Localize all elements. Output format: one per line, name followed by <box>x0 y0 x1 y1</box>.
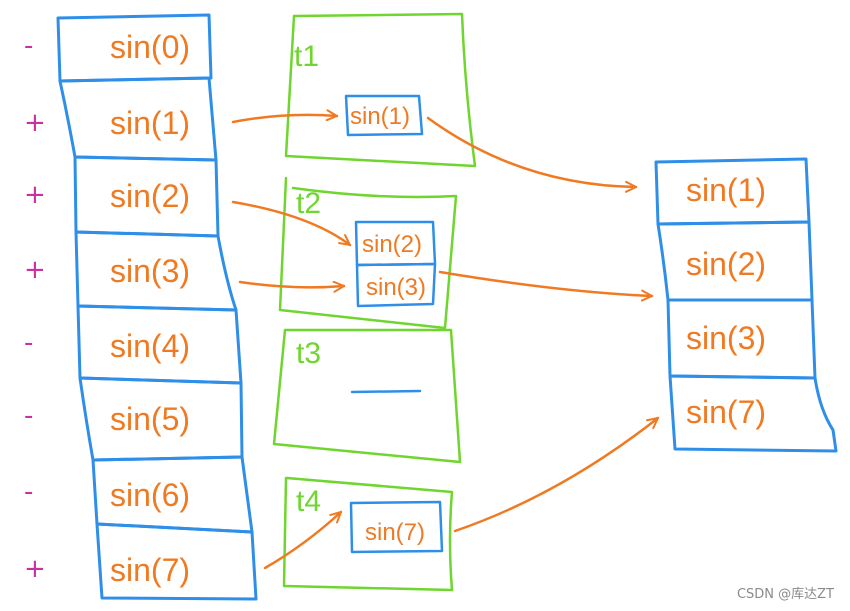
input-cell-2: sin(2) <box>110 178 190 214</box>
input-list <box>56 13 258 601</box>
task-boxes <box>272 12 477 592</box>
task-t2-item-1: sin(3) <box>366 274 426 301</box>
arrow-sin2-to-t2 <box>231 200 352 247</box>
result-cell-3: sin(7) <box>686 394 766 430</box>
task-t2-border <box>278 176 458 330</box>
task-t2-item-1-border <box>355 262 437 308</box>
task-t4-item-0: sin(7) <box>365 519 425 546</box>
task-t4-border <box>282 476 454 592</box>
input-cell-5: sin(5) <box>110 401 190 437</box>
arrow-sin1-to-t1 <box>231 109 339 124</box>
task-t2-item-0: sin(2) <box>362 231 422 258</box>
input-list-labels: sin(0) sin(1) sin(2) sin(3) sin(4) sin(5… <box>110 29 190 588</box>
result-cell-1: sin(2) <box>686 246 766 282</box>
watermark: CSDN @库达ZT <box>736 587 834 602</box>
input-cell-4: sin(4) <box>110 328 190 364</box>
task-t4-label: t4 <box>296 485 321 518</box>
arrow-t1-to-result <box>426 116 638 193</box>
arrow-t4-to-result <box>453 416 660 533</box>
sign-row-3: + <box>24 255 46 285</box>
result-list <box>654 157 838 453</box>
sign-row-2: + <box>24 180 46 210</box>
result-cell-3-border <box>668 374 838 453</box>
input-cell-7: sin(7) <box>110 552 190 588</box>
task-t4-item-0-border <box>349 500 444 554</box>
sign-row-7: + <box>24 554 46 584</box>
input-cell-3: sin(3) <box>110 253 190 289</box>
task-t3-empty-slot <box>350 389 422 394</box>
task-t1-label: t1 <box>294 40 319 73</box>
input-cell-7-border <box>95 522 258 601</box>
task-t1-item-0: sin(1) <box>350 103 410 130</box>
sign-row-0: - <box>24 31 33 61</box>
sign-column: - + + + - - - + <box>24 31 46 584</box>
task-labels: t1 t2 t3 t4 <box>294 40 321 518</box>
input-cell-6: sin(6) <box>110 477 190 513</box>
sign-row-4: - <box>24 328 33 358</box>
input-cell-0: sin(0) <box>110 29 190 65</box>
input-cell-1: sin(1) <box>110 105 190 141</box>
result-cell-0: sin(1) <box>686 172 766 208</box>
task-item-labels: sin(1) sin(2) sin(3) sin(7) <box>350 103 426 546</box>
task-t2-label: t2 <box>296 187 321 220</box>
arrow-sin3-to-t2 <box>238 280 346 293</box>
arrow-t2-to-result <box>438 270 654 302</box>
arrows <box>231 109 660 570</box>
sign-row-6: - <box>24 477 33 507</box>
sign-row-5: - <box>24 401 33 431</box>
task-t1-item-0-border <box>344 94 424 137</box>
sign-row-1: + <box>24 108 46 138</box>
task-item-boxes <box>344 94 444 554</box>
result-list-labels: sin(1) sin(2) sin(3) sin(7) <box>686 172 766 430</box>
arrow-sin7-to-t4 <box>263 510 343 570</box>
task-t3-border <box>272 328 462 464</box>
task-t3-label: t3 <box>296 337 321 370</box>
task-t1-border <box>284 12 477 168</box>
input-cell-0-border <box>56 13 213 83</box>
result-cell-2: sin(3) <box>686 320 766 356</box>
